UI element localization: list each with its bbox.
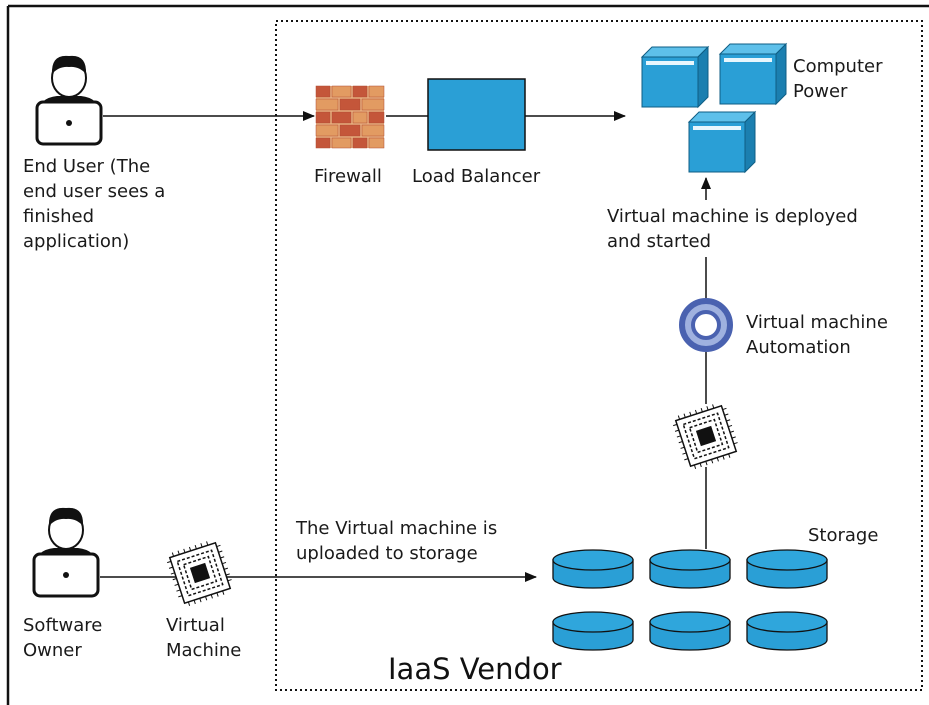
virtual-machine-label-line: Virtual (166, 615, 225, 636)
vm-automation-label-line: Automation (746, 337, 851, 358)
computer-power-label-line: Computer (793, 56, 883, 77)
software-owner-label: Software Owner (23, 613, 102, 663)
chip-icon (669, 399, 743, 473)
chip-icon (163, 536, 237, 610)
software-owner-icon (32, 506, 100, 598)
storage-disk-icon (552, 549, 634, 589)
outer-frame (6, 4, 929, 705)
vm-deployed-label-line: Virtual machine is deployed (607, 206, 858, 227)
virtual-machine-label-line: Machine (166, 640, 242, 661)
load-balancer-box-icon (427, 78, 526, 151)
brick-firewall-icon (315, 85, 385, 149)
storage-label: Storage (808, 525, 879, 546)
server-cube-icon (688, 111, 756, 173)
server-cube-icon (641, 46, 709, 108)
load-balancer-label: Load Balancer (412, 166, 541, 187)
computer-power-label: Computer Power (793, 54, 882, 104)
ring-icon (679, 298, 733, 352)
vm-uploaded-label-line: The Virtual machine is (296, 518, 498, 539)
storage-disks (552, 549, 828, 651)
iaas-vendor-label: IaaS Vendor (388, 652, 562, 686)
storage-disk-icon (649, 549, 731, 589)
storage-disk-icon (552, 611, 634, 651)
vm-uploaded-label-line: uploaded to storage (296, 543, 478, 564)
storage-disk-icon (649, 611, 731, 651)
vm-uploaded-label: The Virtual machine is uploaded to stora… (296, 516, 497, 566)
end-user-icon (35, 54, 103, 146)
vm-automation-label-line: Virtual machine (746, 312, 888, 333)
software-owner-label-line: Software (23, 615, 103, 636)
server-cube-icon (719, 43, 787, 105)
vm-deployed-label-line: and started (607, 231, 712, 252)
firewall-label: Firewall (314, 166, 382, 187)
storage-disk-icon (746, 611, 828, 651)
software-owner-label-line: Owner (23, 640, 82, 661)
vm-automation-label: Virtual machine Automation (746, 310, 888, 360)
virtual-machine-label: Virtual Machine (166, 613, 241, 663)
end-user-label-line: end user sees a (23, 181, 166, 202)
storage-disk-icon (746, 549, 828, 589)
end-user-label-line: finished (23, 206, 95, 227)
computer-power-label-line: Power (793, 81, 848, 102)
end-user-label-line: End User (The (23, 156, 151, 177)
connectors (100, 111, 711, 582)
iaas-vendor-boundary (275, 20, 923, 691)
end-user-label: End User (The end user sees a finished a… (23, 154, 165, 254)
vm-deployed-label: Virtual machine is deployed and started (607, 204, 858, 254)
end-user-label-line: application) (23, 231, 130, 252)
